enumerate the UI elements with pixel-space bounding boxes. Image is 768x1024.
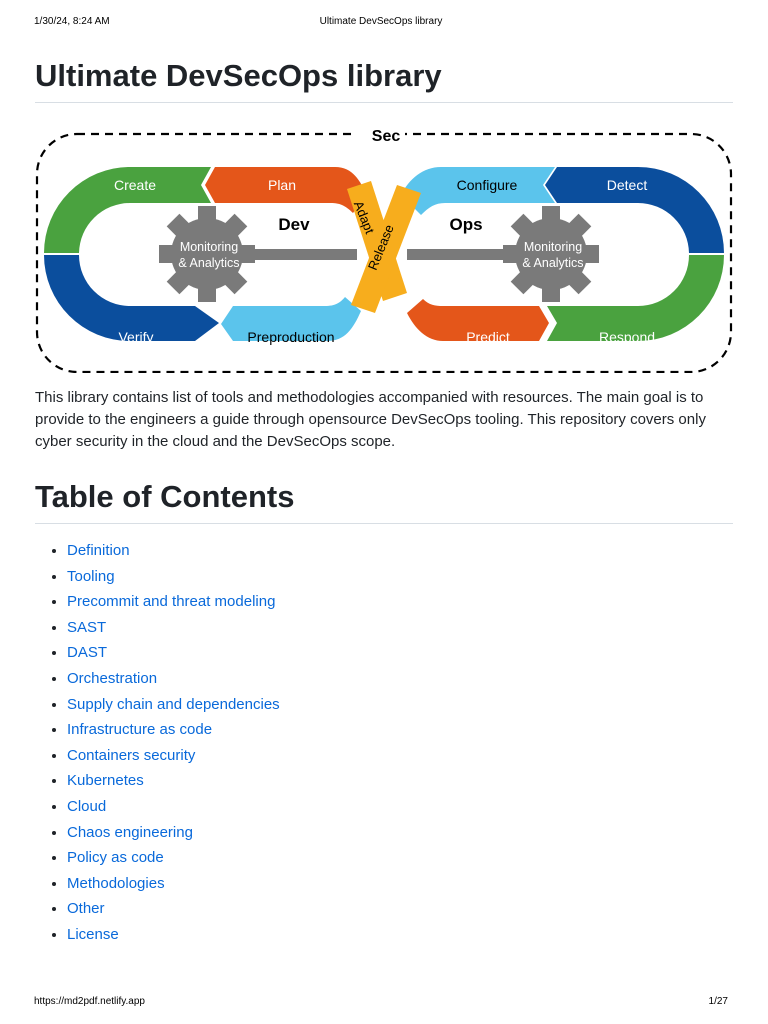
- gear-right-label-line2: & Analytics: [522, 256, 583, 270]
- toc-link-tooling[interactable]: Tooling: [67, 567, 115, 585]
- toc-link-definition[interactable]: Definition: [67, 542, 130, 559]
- toc-link-license[interactable]: License: [67, 925, 119, 943]
- toc-link-iac[interactable]: Infrastructure as code: [67, 721, 213, 739]
- toc-link-supply-chain[interactable]: Supply chain and dependencies: [67, 695, 280, 713]
- gear-right-label-line1: Monitoring: [524, 240, 582, 254]
- toc-item: Methodologies: [67, 871, 733, 897]
- configure-segment: [401, 167, 555, 215]
- sec-label: Sec: [372, 128, 401, 145]
- verify-segment: [44, 255, 219, 341]
- toc-link-precommit[interactable]: Precommit and threat modeling: [67, 593, 276, 611]
- create-label: Create: [114, 177, 156, 193]
- toc-item: Orchestration: [67, 666, 733, 692]
- intro-paragraph: This library contains list of tools and …: [35, 389, 706, 450]
- toc-link-cloud[interactable]: Cloud: [67, 797, 107, 815]
- respond-label: Respond: [599, 329, 655, 345]
- print-date: 1/30/24, 8:24 AM: [34, 16, 110, 27]
- toc-link-sast[interactable]: SAST: [67, 618, 107, 636]
- respond-segment: [547, 255, 724, 341]
- create-segment: [44, 167, 211, 253]
- print-url: https://md2pdf.netlify.app: [34, 996, 145, 1007]
- toc-item: Containers security: [67, 743, 733, 769]
- detect-label: Detect: [607, 177, 648, 193]
- ops-label: Ops: [449, 215, 482, 234]
- toc-link-dast[interactable]: DAST: [67, 644, 108, 662]
- toc-item: Policy as code: [67, 845, 733, 871]
- toc-item: Kubernetes: [67, 768, 733, 794]
- verify-label: Verify: [118, 329, 153, 345]
- toc-item: Infrastructure as code: [67, 717, 733, 743]
- preproduction-segment: [221, 297, 361, 341]
- configure-label: Configure: [457, 177, 518, 193]
- dev-label: Dev: [278, 215, 310, 234]
- toc-item: Chaos engineering: [67, 820, 733, 846]
- toc-item: Tooling: [67, 564, 733, 590]
- toc-item: Definition: [67, 538, 733, 564]
- print-doc-title: Ultimate DevSecOps library: [319, 16, 443, 27]
- detect-segment: [545, 167, 724, 253]
- toc-item: Precommit and threat modeling: [67, 589, 733, 615]
- page-indicator: 1/27: [708, 996, 728, 1007]
- toc-item: DAST: [67, 640, 733, 666]
- toc-link-kubernetes[interactable]: Kubernetes: [67, 772, 144, 790]
- devsecops-diagram: Sec: [35, 125, 733, 373]
- gear-left-icon: [159, 206, 255, 302]
- toc-item: SAST: [67, 615, 733, 641]
- document-body: Ultimate DevSecOps library Sec: [35, 56, 733, 948]
- toc-link-chaos[interactable]: Chaos engineering: [67, 823, 193, 841]
- toc-heading: Table of Contents: [35, 477, 733, 524]
- toc-link-containers[interactable]: Containers security: [67, 746, 196, 764]
- sec-dashed-border: [35, 132, 733, 373]
- page-title: Ultimate DevSecOps library: [35, 56, 733, 103]
- gear-left-label-line1: Monitoring: [180, 240, 238, 254]
- preproduction-label: Preproduction: [247, 329, 334, 345]
- toc-link-orchestration[interactable]: Orchestration: [67, 669, 158, 687]
- print-footer: https://md2pdf.netlify.app 1/27: [34, 996, 728, 1010]
- toc-link-methodologies[interactable]: Methodologies: [67, 874, 165, 892]
- release-segment: [351, 185, 421, 313]
- plan-label: Plan: [268, 177, 296, 193]
- predict-label: Predict: [466, 329, 510, 345]
- gear-left-label-line2: & Analytics: [178, 256, 239, 270]
- toc-item: Cloud: [67, 794, 733, 820]
- toc-item: Supply chain and dependencies: [67, 692, 733, 718]
- toc-link-other[interactable]: Other: [67, 900, 105, 918]
- predict-segment: [407, 299, 549, 341]
- gear-right-icon: [503, 206, 599, 302]
- toc-link-policy[interactable]: Policy as code: [67, 849, 164, 867]
- toc-list: Definition Tooling Precommit and threat …: [35, 538, 733, 948]
- print-header: 1/30/24, 8:24 AM Ultimate DevSecOps libr…: [34, 16, 728, 30]
- toc-item: Other: [67, 896, 733, 922]
- toc-item: License: [67, 922, 733, 948]
- plan-segment: [205, 167, 367, 213]
